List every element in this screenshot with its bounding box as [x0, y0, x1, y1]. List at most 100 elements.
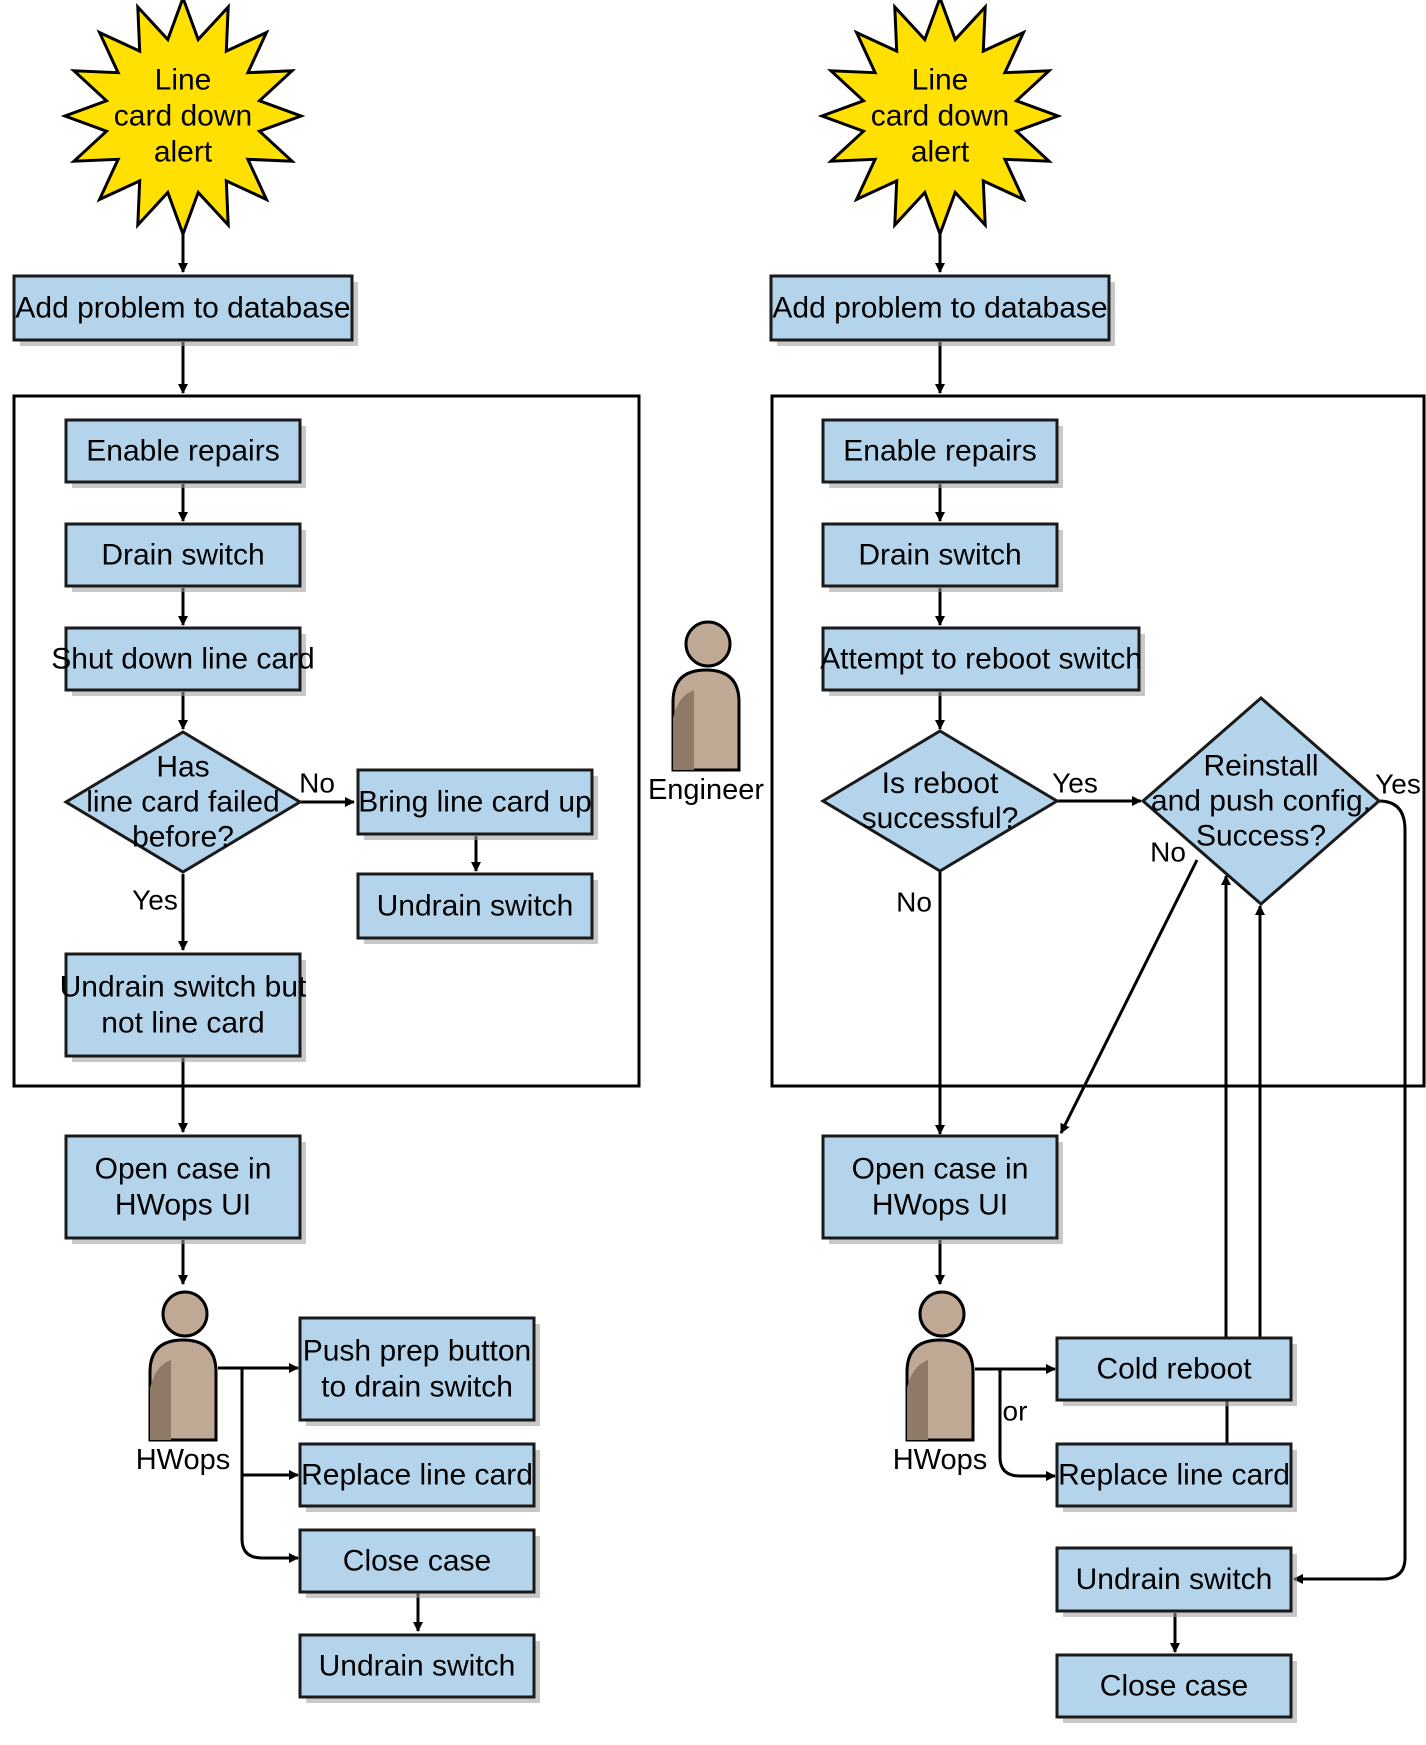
right-drain-switch-box: [821, 522, 1063, 592]
right-close-case-box: [1055, 1653, 1297, 1723]
left-add-problem-box: [12, 274, 358, 346]
left-undrain-switch-box-shape: [356, 872, 594, 940]
left-hwops-actor-label: HWops: [136, 1444, 231, 1476]
right-or-label: or: [1003, 1396, 1028, 1427]
left-failed-before-decision-label-line-3: before?: [132, 821, 234, 854]
right-cold-reboot-box-shape: [1055, 1336, 1293, 1402]
right-reinstall-yes-label: Yes: [1375, 769, 1421, 800]
right-reboot-no-label: No: [896, 887, 932, 918]
left-open-case-box: [64, 1134, 306, 1244]
left-push-prep-box: [298, 1316, 540, 1426]
left-failed-before-decision: [63, 730, 303, 874]
left-bring-up-box: [356, 768, 598, 840]
right-attempt-reboot-box: [821, 626, 1145, 696]
left-open-case-box-shape: [64, 1134, 302, 1240]
left-undrain-but-box: [64, 952, 306, 1062]
left-replace-card-box-label: Replace line card: [301, 1459, 533, 1492]
right-add-problem-box-shape: [769, 274, 1111, 342]
edge-left-actor-branch: [240, 1368, 299, 1563]
right-reinstall-decision: [1140, 696, 1382, 906]
right-replace-card-box: [1055, 1442, 1297, 1512]
left-shut-down-box-label: Shut down line card: [51, 643, 315, 676]
right-hwops-actor-head: [918, 1290, 966, 1338]
right-cold-reboot-box: [1055, 1336, 1297, 1406]
left-drain-switch-box-shape: [64, 522, 302, 588]
left-add-problem-box-label: Add problem to database: [15, 292, 350, 325]
left-failed-before-decision-label-line-1: Has: [156, 751, 209, 784]
right-enable-repairs-box-label: Enable repairs: [843, 435, 1036, 468]
right-undrain-switch-box-label: Undrain switch: [1076, 1563, 1273, 1596]
right-attempt-reboot-box-label: Attempt to reboot switch: [820, 643, 1142, 676]
edge-right-actor-or-branch: [998, 1369, 1056, 1481]
left-push-prep-box-shape: [298, 1316, 536, 1422]
right-reboot-decision-label-line-1: Is reboot: [882, 767, 999, 800]
left-alert-starburst-label-line-2: card down: [114, 100, 252, 133]
left-add-problem-box-shape: [12, 274, 354, 342]
engineer-actor-head: [684, 620, 732, 668]
right-undrain-switch-box-shape: [1055, 1546, 1293, 1613]
right-group-frame: [770, 394, 1426, 1088]
right-add-problem-box-label: Add problem to database: [772, 292, 1107, 325]
left-bring-up-box-shape: [356, 768, 594, 836]
right-hwops-actor-label: HWops: [893, 1444, 988, 1476]
right-hwops-actor: [905, 1290, 975, 1442]
engineer-actor: [671, 620, 741, 772]
left-yes-label: Yes: [132, 885, 178, 916]
left-replace-card-box-shape: [298, 1442, 536, 1508]
left-undrain-but-box-label-line-2: not line card: [101, 1007, 264, 1040]
left-no-label: No: [299, 768, 335, 799]
edge-right-reinstall-yes: [1293, 799, 1407, 1584]
right-cold-reboot-box-label: Cold reboot: [1096, 1353, 1252, 1386]
right-close-case-box-label: Close case: [1100, 1670, 1248, 1703]
right-undrain-switch-box: [1055, 1546, 1297, 1617]
left-enable-repairs-box: [64, 418, 306, 488]
left-undrain-final-box: [298, 1633, 540, 1703]
left-drain-switch-box-label: Drain switch: [101, 539, 264, 572]
right-open-case-box-label-line-2: HWops UI: [872, 1189, 1008, 1222]
right-alert-starburst: [817, 0, 1063, 239]
left-enable-repairs-box-shape: [64, 418, 302, 484]
right-replace-card-box-shape: [1055, 1442, 1293, 1508]
left-alert-starburst-label-line-3: alert: [154, 136, 213, 169]
left-undrain-final-box-shape: [298, 1633, 536, 1699]
engineer-actor-body-shade: [673, 690, 694, 770]
right-drain-switch-box-label: Drain switch: [858, 539, 1021, 572]
left-hwops-actor: [148, 1290, 218, 1442]
left-hwops-actor-body-shade: [150, 1360, 171, 1440]
left-push-prep-box-label-line-2: to drain switch: [321, 1371, 513, 1404]
left-replace-card-box: [298, 1442, 540, 1512]
right-reboot-decision: [820, 729, 1060, 873]
right-replace-card-box-label: Replace line card: [1058, 1459, 1290, 1492]
right-alert-starburst-label-line-1: Line: [912, 64, 969, 97]
left-close-case-box: [298, 1528, 540, 1598]
left-close-case-box-label: Close case: [343, 1545, 491, 1578]
left-close-case-box-shape: [298, 1528, 536, 1594]
left-hwops-actor-head: [161, 1290, 209, 1338]
right-attempt-reboot-box-shape: [821, 626, 1141, 692]
right-reboot-decision-label-line-2: successful?: [862, 802, 1019, 835]
right-close-case-box-shape: [1055, 1653, 1293, 1719]
right-enable-repairs-box: [821, 418, 1063, 488]
right-hwops-actor-body-shade: [907, 1360, 928, 1440]
left-bring-up-box-label: Bring line card up: [358, 786, 591, 819]
right-reboot-yes-label: Yes: [1052, 768, 1098, 799]
left-open-case-box-label-line-1: Open case in: [95, 1153, 272, 1186]
right-open-case-box-label-line-1: Open case in: [852, 1153, 1029, 1186]
left-enable-repairs-box-label: Enable repairs: [86, 435, 279, 468]
left-undrain-but-box-label-line-1: Undrain switch but: [60, 971, 307, 1004]
connector-lines: [178, 232, 1407, 1653]
left-shut-down-box-shape: [64, 626, 302, 692]
left-open-case-box-label-line-2: HWops UI: [115, 1189, 251, 1222]
engineer-actor-label: Engineer: [648, 774, 764, 806]
left-alert-starburst-label-line-1: Line: [155, 64, 212, 97]
left-undrain-switch-box-label: Undrain switch: [377, 890, 574, 923]
left-drain-switch-box: [64, 522, 306, 592]
right-reinstall-decision-label-line-3: Success?: [1196, 820, 1326, 853]
right-alert-starburst-label-line-3: alert: [911, 136, 970, 169]
edge-right-reinstall-no: [1059, 859, 1199, 1134]
right-reinstall-no-label: No: [1150, 837, 1186, 868]
right-add-problem-box: [769, 274, 1115, 346]
right-open-case-box-shape: [821, 1134, 1059, 1240]
